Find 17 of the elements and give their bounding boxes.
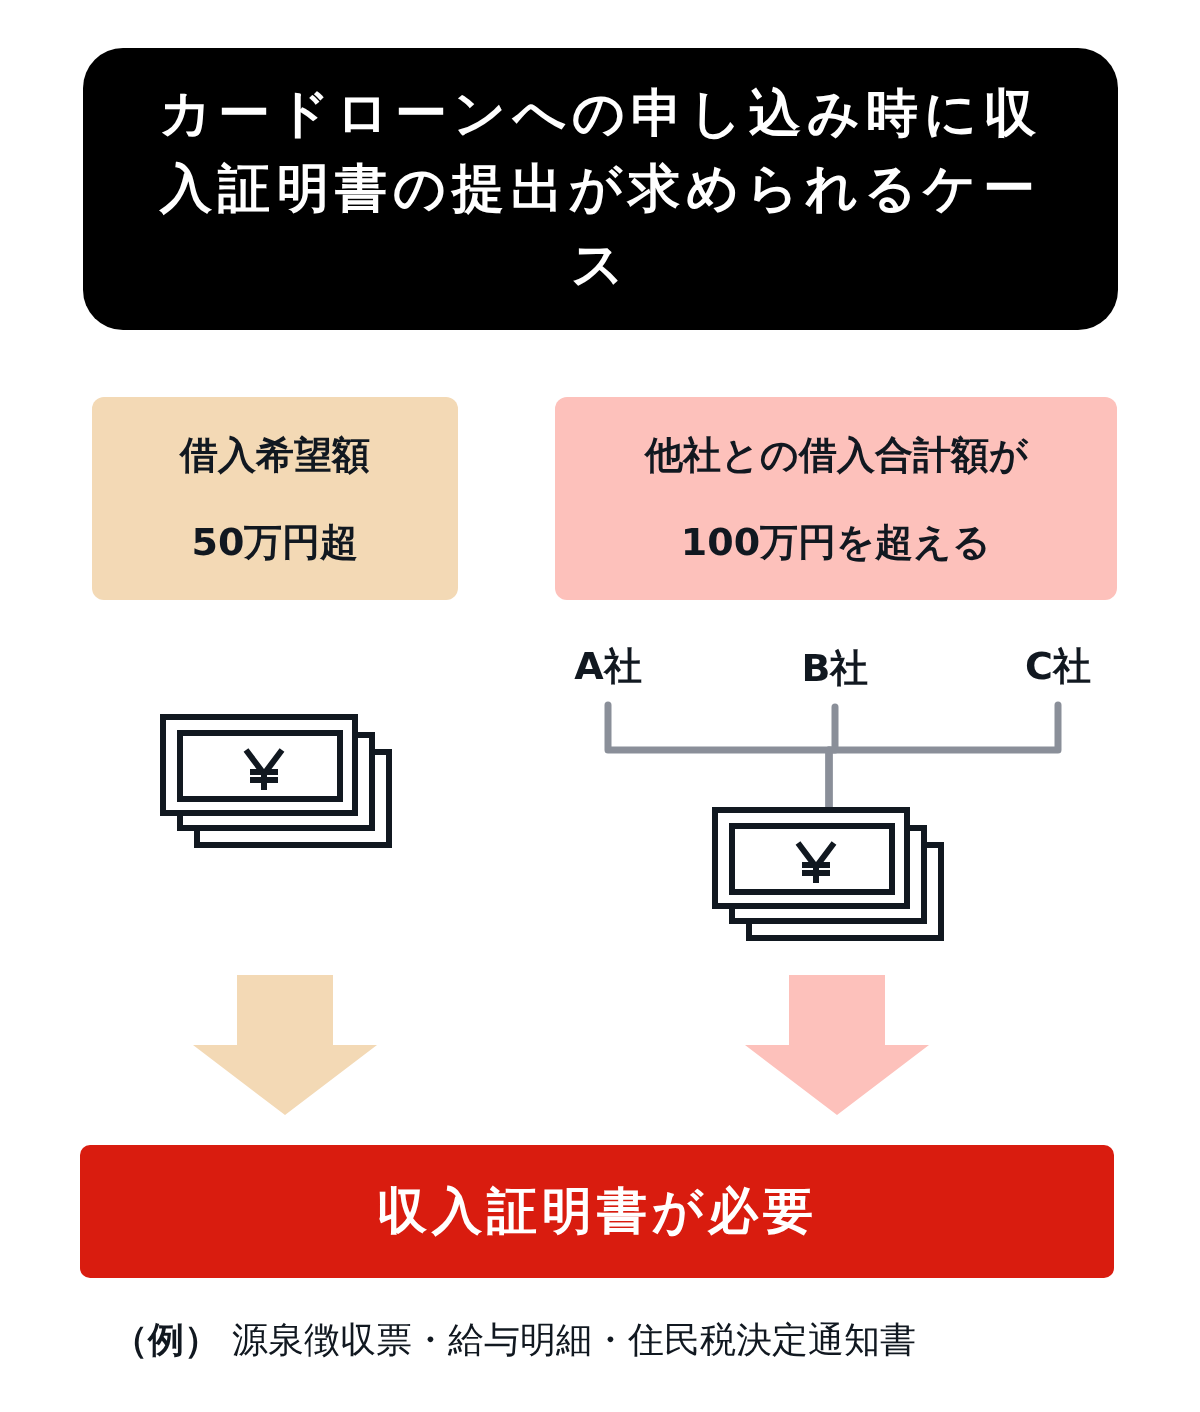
document-list: 源泉徴収票・給与明細・住民税決定通知書 (232, 1316, 916, 1365)
bills-icon (712, 807, 946, 941)
company-label: A社 (565, 630, 651, 702)
bills-icon (160, 714, 394, 848)
example-label: （例） (112, 1318, 220, 1362)
title-box: カードローンへの申し込み時に収入証明書の提出が求められるケース (83, 48, 1118, 330)
condition-heading: 他社との借入合計額が (644, 431, 1028, 479)
down-arrow (745, 975, 929, 1115)
company-label: C社 (1015, 630, 1101, 702)
condition-amount: 100万円を超える (680, 518, 992, 566)
result-box: 収入証明書が必要 (80, 1145, 1114, 1278)
company-label: B社 (792, 632, 878, 704)
condition-box (555, 397, 1117, 600)
condition-amount: 50万円超 (191, 518, 359, 566)
condition-heading: 借入希望額 (180, 431, 370, 479)
down-arrow (193, 975, 377, 1115)
condition-box (92, 397, 458, 600)
